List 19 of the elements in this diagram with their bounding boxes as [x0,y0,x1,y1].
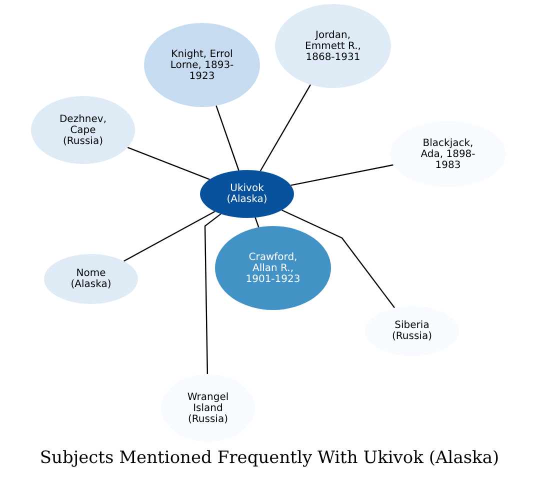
connector-line [127,146,210,180]
node-label: Blackjack, Ada, 1898-1983 [420,138,476,170]
node-label: Wrangel Island (Russia) [186,392,230,424]
ellipse-node [200,170,294,218]
connector-line [282,210,395,308]
node-label: Nome (Alaska) [70,268,112,290]
node-label: Crawford, Allan R., 1901-1923 [244,252,302,284]
node-label: Siberia (Russia) [391,320,433,342]
connector-line [204,213,222,374]
connector-line [216,106,240,171]
connector-line [260,84,312,172]
connector-line [124,210,216,262]
diagram-title: Subjects Mentioned Frequently With Ukivok (Alaska) [38,447,500,470]
connector-line [254,217,260,228]
connector-line [290,164,394,186]
node-label: Knight, Errol Lorne, 1893-1923 [169,48,235,82]
node-label: Ukivok (Alaska) [226,183,268,205]
node-label: Jordan, Emmett R., 1868-1931 [304,30,362,62]
node-label: Dezhnev, Cape (Russia) [58,114,108,146]
